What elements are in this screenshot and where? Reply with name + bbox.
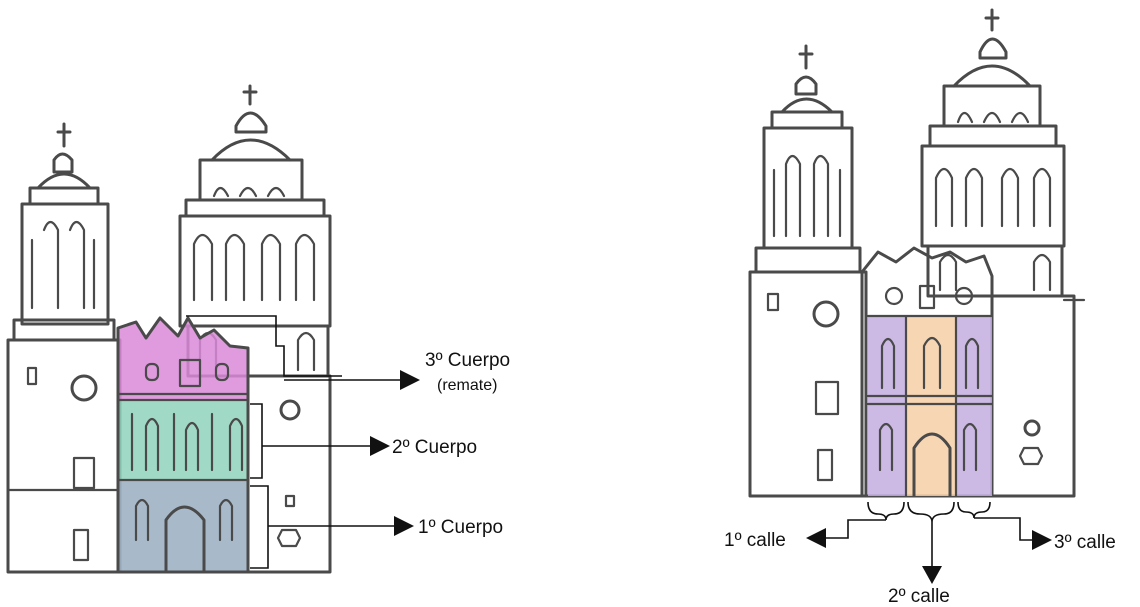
label-calle3: 3º calle <box>1054 532 1116 553</box>
right-annotations: 1º calle 2º calle 3º calle <box>724 501 1116 607</box>
label-cuerpo3: 3º Cuerpo <box>425 350 510 371</box>
left-tower-left <box>6 122 122 574</box>
bracket-calle2 <box>907 501 955 523</box>
arrow-calle2 <box>922 566 942 584</box>
arrow-calle1 <box>806 528 826 548</box>
cuerpo2-region <box>118 400 248 480</box>
label-cuerpo2: 2º Cuerpo <box>392 437 477 458</box>
left-annotations: 3º Cuerpo (remate) 2º Cuerpo 1º Cuerpo <box>186 315 510 569</box>
bracket-cuerpo1 <box>250 485 394 569</box>
left-cathedral-drawing <box>6 84 332 574</box>
arrow-calle3 <box>1032 530 1052 550</box>
bracket-cuerpo2 <box>250 403 370 479</box>
calle3-region <box>956 316 992 496</box>
left-tower-right <box>178 84 332 574</box>
arrow-cuerpo1 <box>394 516 414 536</box>
arrow-cuerpo3 <box>400 370 420 390</box>
cuerpo1-region <box>118 480 248 572</box>
bracket-calle3 <box>957 501 991 519</box>
right-facade-center <box>860 246 994 498</box>
arrow-cuerpo2 <box>370 436 390 456</box>
label-calle1: 1º calle <box>724 530 786 551</box>
calle1-region <box>868 316 906 496</box>
bracket-cuerpo3 <box>186 315 318 377</box>
label-cuerpo3-sub: (remate) <box>437 377 497 394</box>
label-cuerpo1: 1º Cuerpo <box>418 517 503 538</box>
right-cathedral-drawing <box>748 8 1086 498</box>
bracket-calle1 <box>867 501 905 521</box>
right-tower-left <box>748 44 868 498</box>
label-calle2: 2º calle <box>888 586 950 607</box>
left-facade-bodies <box>116 316 250 574</box>
right-tower-right <box>920 8 1086 498</box>
